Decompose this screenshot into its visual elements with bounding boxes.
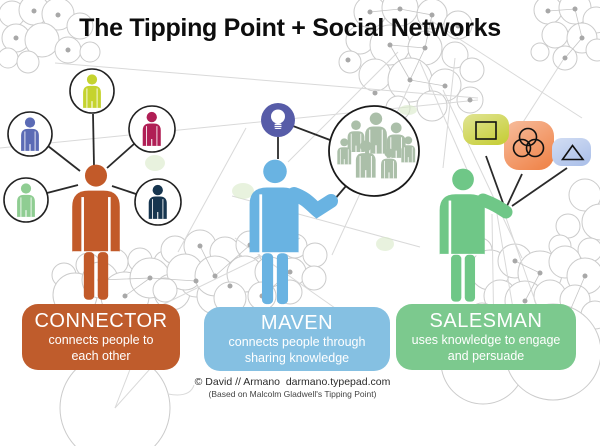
connector-figure bbox=[70, 163, 122, 302]
connector-description: connects people to each other bbox=[48, 333, 154, 363]
salesman-name: SALESMAN bbox=[429, 310, 543, 333]
connector-contact-upper-left bbox=[7, 111, 53, 157]
maven-description: connects people through sharing knowledg… bbox=[228, 335, 366, 365]
triangle-icon bbox=[560, 144, 585, 161]
lightbulb-icon bbox=[261, 103, 295, 137]
connector-links bbox=[46, 113, 137, 195]
credit-source: (Based on Malcolm Gladwell's Tipping Poi… bbox=[208, 389, 377, 399]
crowd-circle bbox=[328, 105, 420, 197]
salesman-links bbox=[485, 155, 568, 207]
connector-label-box: CONNECTOR connects people to each other bbox=[22, 304, 180, 370]
connector-contact-lower-left bbox=[3, 177, 49, 223]
connector-name: CONNECTOR bbox=[34, 310, 168, 333]
maven-figure bbox=[248, 158, 300, 306]
salesman-label-box: SALESMAN uses knowledge to engage and pe… bbox=[396, 304, 576, 370]
connector-contact-lower-right bbox=[134, 178, 182, 226]
connector-contact-upper-right bbox=[128, 105, 176, 153]
salesman-arm bbox=[476, 193, 513, 219]
connector-contact-top bbox=[69, 68, 115, 114]
maven-label-box: MAVEN connects people through sharing kn… bbox=[204, 307, 390, 371]
page-title: The Tipping Point + Social Networks bbox=[79, 14, 501, 42]
square-icon bbox=[475, 121, 497, 140]
maven-arm bbox=[287, 187, 338, 219]
credit-author: © David // Armano darmano.typepad.com bbox=[194, 376, 391, 388]
salesman-figure bbox=[438, 167, 487, 303]
network-nodes bbox=[13, 6, 588, 369]
salesman-description: uses knowledge to engage and persuade bbox=[411, 333, 561, 363]
bubble-cluster-top-right bbox=[530, 0, 600, 241]
credit: © David // Armano darmano.typepad.com (B… bbox=[150, 376, 435, 399]
salesman-card-tri-circle bbox=[504, 121, 554, 170]
tri-circle-icon bbox=[512, 127, 545, 158]
maven-name: MAVEN bbox=[260, 312, 334, 335]
salesman-card-triangle bbox=[552, 138, 591, 166]
salesman-card-square bbox=[463, 114, 509, 145]
